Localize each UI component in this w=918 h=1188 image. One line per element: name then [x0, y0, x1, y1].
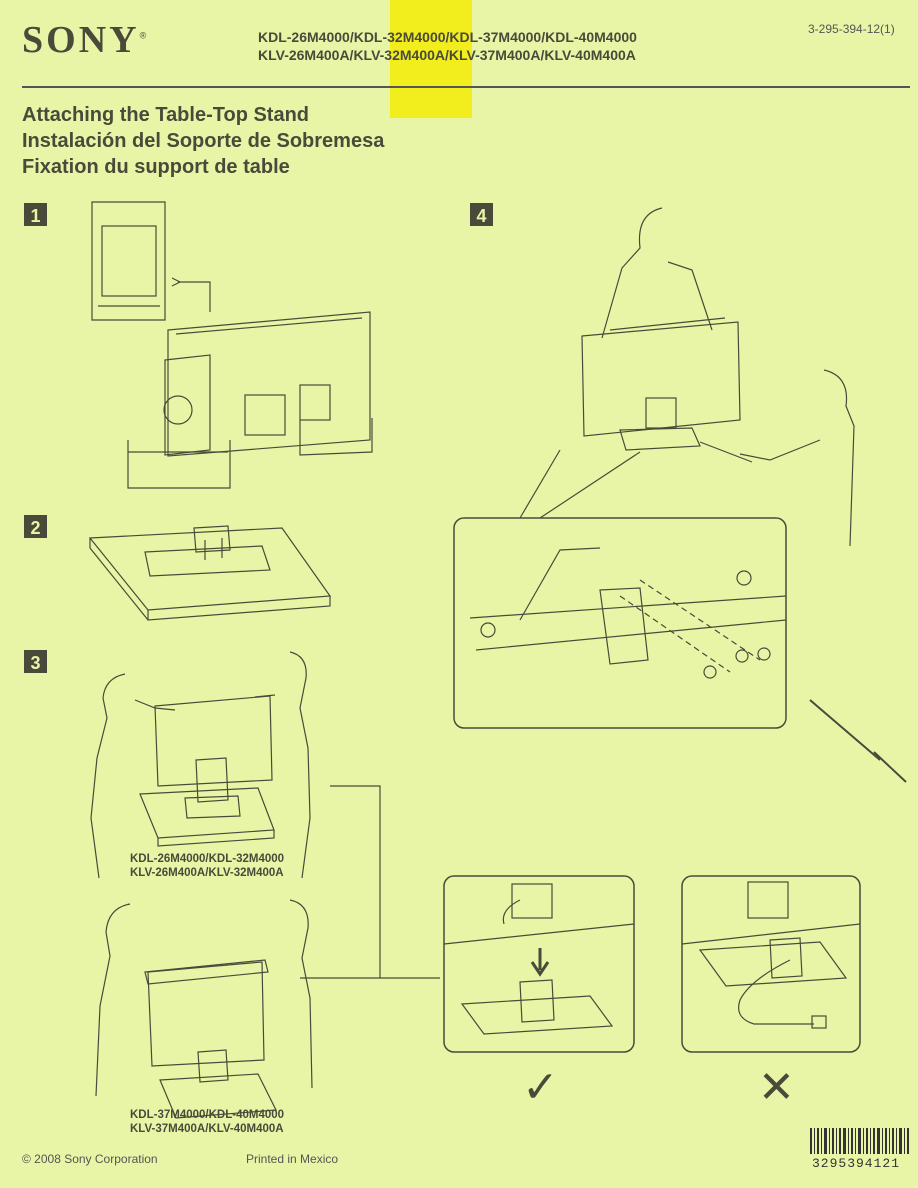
- connector-line: [330, 785, 440, 979]
- step-2-illustration: [88, 525, 332, 621]
- model-list: KDL-26M4000/KDL-32M4000/KDL-37M4000/KDL-…: [258, 28, 637, 64]
- detail-panel-screws-content: [469, 547, 787, 679]
- screwdriver-icon: [809, 699, 907, 783]
- model-list-line-1: KDL-26M4000/KDL-32M4000/KDL-37M4000/KDL-…: [258, 29, 637, 45]
- barcode-number: 3295394121: [812, 1156, 901, 1171]
- detail-panel-screws: [453, 517, 787, 729]
- title-spanish: Instalación del Soporte de Sobremesa: [22, 130, 385, 152]
- model-list-line-2: KLV-26M400A/KLV-32M400A/KLV-37M400A/KLV-…: [258, 47, 636, 63]
- caption-large-line-1: KDL-37M4000/KDL-40M4000: [130, 1109, 285, 1121]
- caption-small-line-2: KLV-26M400A/KLV-32M400A: [130, 867, 284, 879]
- step-3-small-illustration: [90, 651, 311, 879]
- check-icon: ✓: [522, 1063, 559, 1112]
- highlighter-mark: [390, 0, 472, 118]
- sony-logo: SONY®: [22, 19, 147, 61]
- step-1-illustration: [91, 201, 373, 489]
- caption-large-line-2: KLV-37M400A/KLV-40M400A: [130, 1123, 284, 1135]
- caption-large-models: KDL-37M4000/KDL-40M4000 KLV-37M400A/KLV-…: [130, 1108, 284, 1136]
- title-english: Attaching the Table-Top Stand: [22, 104, 310, 126]
- detail-panel-correct: [443, 875, 635, 1053]
- caption-small-models: KDL-26M4000/KDL-32M4000 KLV-26M400A/KLV-…: [130, 852, 284, 880]
- printed-in: Printed in Mexico: [246, 1152, 339, 1166]
- barcode: [810, 1128, 909, 1154]
- copyright: © 2008 Sony Corporation: [22, 1152, 158, 1166]
- cross-icon: ✕: [758, 1063, 795, 1112]
- step-4-illustration: [519, 207, 855, 547]
- step-2-badge: 2: [24, 515, 47, 538]
- page-titles: Attaching the Table-Top Stand Instalació…: [22, 102, 384, 180]
- step-3-badge: 3: [24, 650, 47, 673]
- part-number: 3-295-394-12(1): [808, 22, 895, 36]
- detail-panel-incorrect-content: [681, 881, 861, 1029]
- title-french: Fixation du support de table: [22, 156, 290, 178]
- caption-small-line-1: KDL-26M4000/KDL-32M4000: [130, 853, 285, 865]
- step-1-badge: 1: [24, 203, 47, 226]
- header-divider: [22, 86, 910, 88]
- step-3-large-illustration: [95, 899, 313, 1119]
- detail-panel-correct-content: [443, 883, 635, 1035]
- detail-panel-incorrect: [681, 875, 861, 1053]
- step-4-badge: 4: [470, 203, 493, 226]
